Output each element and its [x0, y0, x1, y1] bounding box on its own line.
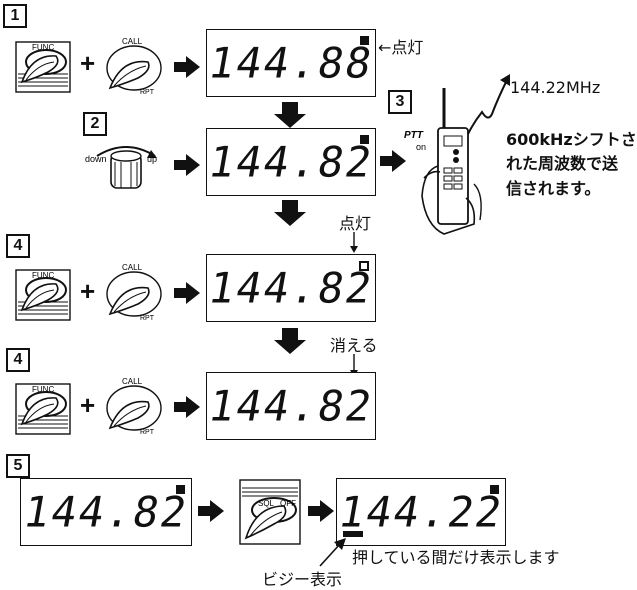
- shift-note-line3: 信されます。: [506, 175, 600, 199]
- arrow-right-icon: [172, 280, 202, 306]
- lcd-frequency: 144.82: [203, 382, 380, 431]
- plus-sign: +: [80, 390, 95, 421]
- rpt-label: RPT: [140, 315, 155, 322]
- arrow-right-icon: [196, 498, 226, 524]
- func-label: FUNC: [32, 271, 54, 280]
- tento-annotation-top: ←点灯: [378, 34, 423, 58]
- plus-sign: +: [80, 276, 95, 307]
- func-button-press-icon: FUNC: [12, 376, 74, 438]
- sql-label: SQL: [258, 499, 275, 508]
- func-indicator-icon: [360, 135, 369, 144]
- lcd-frequency: 144.22: [333, 488, 510, 537]
- func-indicator-icon: [360, 36, 369, 45]
- up-label: up: [147, 154, 157, 164]
- lcd-display-3: 144.82: [206, 254, 376, 322]
- lcd-frequency: 144.82: [203, 138, 380, 187]
- arrow-right-icon: [172, 54, 202, 80]
- down-label: down: [85, 154, 107, 164]
- busy-pointer-arrow-icon: [316, 536, 350, 570]
- shift-note-line1: 600kHzシフトさ: [506, 126, 637, 150]
- step-5-label: 5: [6, 454, 30, 478]
- func-button-press-icon: FUNC: [12, 34, 74, 96]
- rpt-label: RPT: [140, 89, 155, 96]
- kieru-annotation: 消える: [330, 332, 378, 356]
- call-label: CALL: [122, 263, 143, 272]
- func-button-press-icon: FUNC: [12, 262, 74, 324]
- step-4b-label: 4: [6, 348, 30, 372]
- arrow-right-icon: [172, 152, 202, 178]
- lcd-display-5a: 144.82: [20, 478, 192, 546]
- tuning-dial-icon: down up: [85, 138, 167, 202]
- plus-sign: +: [80, 48, 95, 79]
- off-label: OFF: [280, 499, 296, 508]
- lcd-display-1: 144.88: [206, 29, 376, 97]
- arrow-down-icon: [272, 198, 308, 228]
- pointer-arrow-icon: [348, 232, 360, 254]
- sql-off-button-press-icon: SQL OFF: [236, 478, 304, 548]
- tento-annotation-mid: 点灯: [339, 210, 371, 234]
- step-4a-label: 4: [6, 234, 30, 258]
- tx-frequency-annotation: 144.22MHz: [510, 78, 600, 97]
- arrow-down-icon: [272, 326, 308, 356]
- busy-label: ビジー表示: [262, 566, 342, 590]
- step-2-label: 2: [83, 112, 107, 136]
- func-label: FUNC: [32, 43, 54, 52]
- call-button-press-icon: CALL RPT: [102, 376, 164, 438]
- rpt-label: RPT: [140, 429, 155, 436]
- arrow-right-icon: [306, 498, 336, 524]
- arrow-right-icon: [172, 394, 202, 420]
- func-indicator-icon: [176, 485, 185, 494]
- lcd-display-2: 144.82: [206, 128, 376, 196]
- lcd-frequency: 144.82: [203, 264, 380, 313]
- shift-indicator-icon: [359, 261, 369, 271]
- func-label: FUNC: [32, 385, 54, 394]
- arrow-down-icon: [272, 100, 308, 130]
- lcd-display-4: 144.82: [206, 372, 376, 440]
- func-indicator-icon: [490, 485, 499, 494]
- shift-note-line2: れた周波数で送: [506, 150, 618, 174]
- step-1-label: 1: [3, 4, 27, 28]
- press-note: 押している間だけ表示します: [352, 544, 560, 568]
- ptt-label: PTT: [404, 130, 424, 141]
- call-label: CALL: [122, 37, 143, 46]
- call-label: CALL: [122, 377, 143, 386]
- call-button-press-icon: CALL RPT: [102, 262, 164, 324]
- on-label: on: [416, 142, 426, 152]
- call-button-press-icon: CALL RPT: [102, 36, 164, 98]
- lcd-display-5b: 144.22: [336, 478, 506, 546]
- lcd-frequency: 144.88: [203, 39, 380, 88]
- lcd-frequency: 144.82: [17, 488, 196, 537]
